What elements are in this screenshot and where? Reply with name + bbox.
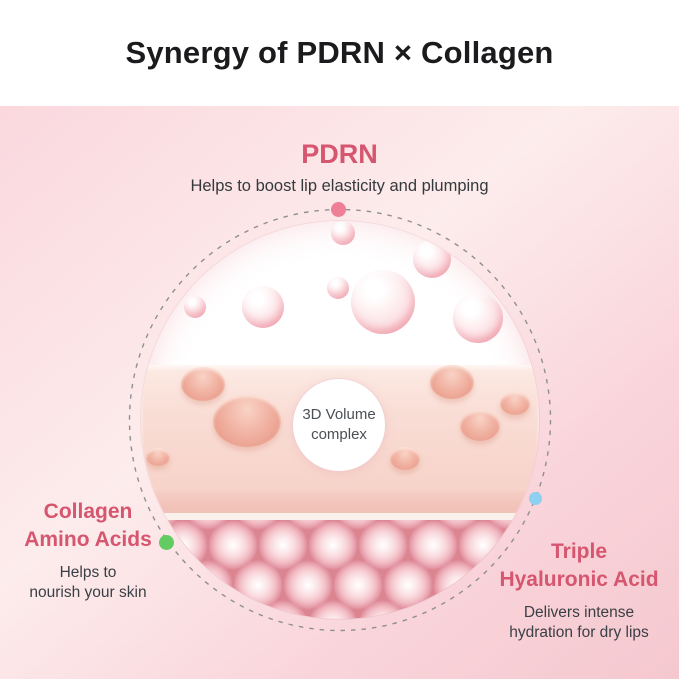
pink-stage: PDRN Helps to boost lip elasticity and p…	[0, 106, 679, 679]
pdrn-callout: PDRN Helps to boost lip elasticity and p…	[0, 139, 679, 196]
collagen-desc-line2: nourish your skin	[29, 584, 147, 602]
title-band: Synergy of PDRN × Collagen	[0, 0, 679, 106]
volume-dome	[500, 392, 530, 415]
hyaluronic-connector-dot	[529, 492, 542, 505]
lip-illustration-circle: 3D Volume complex	[141, 221, 539, 619]
page-title: Synergy of PDRN × Collagen	[125, 35, 554, 70]
badge-line1: 3D Volume	[302, 405, 376, 423]
collagen-desc-line1: Helps to	[59, 563, 117, 581]
hyaluronic-callout: Triple Hyaluronic Acid Delivers intense …	[498, 538, 660, 644]
serum-bubble	[413, 240, 451, 278]
hyaluronic-heading-line1: Triple	[550, 540, 608, 563]
collagen-connector-dot	[159, 535, 174, 550]
volume-dome	[213, 395, 281, 447]
serum-bubble	[453, 293, 503, 343]
volume-dome	[390, 447, 420, 470]
hyaluronic-heading-line2: Hyaluronic Acid	[499, 567, 659, 591]
serum-bubble	[184, 296, 206, 318]
hyaluronic-description: Delivers intense hydration for dry lips	[498, 603, 660, 644]
volume-dome	[430, 365, 474, 399]
volume-dome	[146, 448, 170, 466]
pdrn-description: Helps to boost lip elasticity and plumpi…	[190, 176, 489, 195]
pdrn-heading: PDRN	[301, 139, 378, 169]
volume-dome	[460, 410, 500, 441]
hyaluronic-desc-line1: Delivers intense	[523, 603, 635, 621]
collagen-callout: Collagen Amino Acids Helps to nourish yo…	[8, 498, 168, 604]
skin-layer-underline	[141, 513, 539, 520]
collagen-sphere-layer	[141, 520, 539, 619]
collagen-heading-line2: Amino Acids	[24, 527, 152, 551]
serum-bubble	[327, 277, 349, 299]
collagen-description: Helps to nourish your skin	[8, 563, 168, 604]
serum-bubble	[242, 286, 284, 328]
hyaluronic-heading: Triple Hyaluronic Acid	[498, 538, 660, 594]
serum-bubble	[351, 270, 415, 334]
skin-layer-front-edge	[141, 490, 539, 513]
volume-dome	[181, 367, 225, 401]
collagen-heading-line1: Collagen	[43, 500, 133, 523]
serum-bubble	[331, 221, 355, 245]
badge-line2: complex	[311, 426, 367, 443]
dashed-orbit-circle	[128, 208, 552, 632]
pdrn-connector-dot	[331, 202, 346, 217]
hyaluronic-desc-line2: hydration for dry lips	[509, 624, 649, 642]
volume-complex-badge: 3D Volume complex	[293, 379, 385, 471]
collagen-heading: Collagen Amino Acids	[8, 498, 168, 554]
